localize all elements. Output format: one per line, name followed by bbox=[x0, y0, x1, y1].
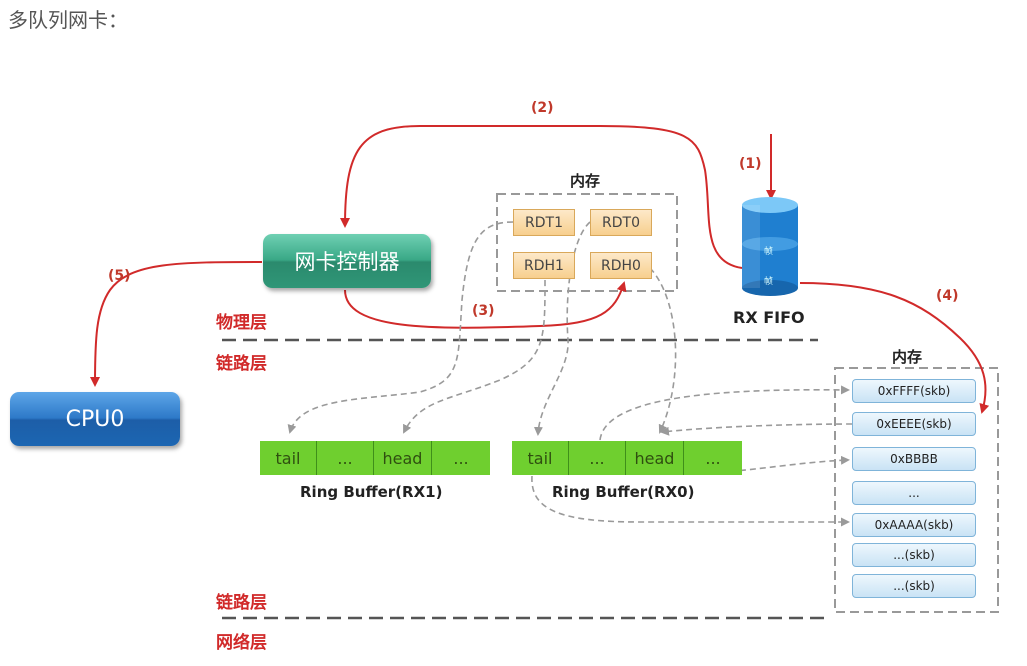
register-rdh1: RDH1 bbox=[513, 252, 575, 279]
skb-slot-skb-1: ...(skb) bbox=[852, 543, 976, 567]
register-rdt1: RDT1 bbox=[513, 209, 575, 236]
fifo-frame-mark-top: 帧 bbox=[764, 247, 774, 257]
pointer-rdh1-head bbox=[403, 279, 546, 434]
ring-rx0-cell-head: head bbox=[626, 441, 684, 475]
pointer-ring-to-ffff bbox=[599, 385, 850, 441]
register-rdh0: RDH0 bbox=[590, 252, 652, 279]
ring-rx1-cell-tail: tail bbox=[260, 441, 317, 475]
arrow-step-4 bbox=[799, 282, 990, 414]
page-title: 多队列网卡： bbox=[8, 8, 128, 32]
ring-buffer-rx1: tail ... head ... bbox=[260, 441, 490, 475]
step-1-label: (1) bbox=[739, 156, 762, 172]
ring-rx0-label: Ring Buffer(RX0) bbox=[552, 483, 695, 501]
step-2-label: (2) bbox=[531, 100, 554, 116]
skb-memory-frame bbox=[834, 367, 999, 613]
ring-rx1-cell-ellipsis-2: ... bbox=[453, 448, 469, 468]
pointer-ring-to-bbbb bbox=[699, 455, 850, 475]
pointer-rdt1-tail bbox=[287, 221, 514, 434]
arrow-step-2 bbox=[340, 125, 743, 269]
nic-controller: 网卡控制器 bbox=[263, 234, 431, 288]
arrow-step-3 bbox=[344, 281, 627, 329]
register-memory-title: 内存 bbox=[570, 172, 601, 190]
ring-rx0-cell-ellipsis-2: ... bbox=[705, 448, 721, 468]
fifo-frame-mark-bottom: 帧 bbox=[764, 277, 774, 287]
rx-fifo-label: RX FIFO bbox=[733, 308, 805, 327]
layer-link-top: 链路层 bbox=[216, 354, 267, 374]
register-rdt0: RDT0 bbox=[590, 209, 652, 236]
register-memory-frame bbox=[496, 193, 678, 292]
ring-rx1-cell-ellipsis-1: ... bbox=[317, 441, 374, 475]
cpu0: CPU0 bbox=[10, 392, 180, 446]
ring-rx0-cell-ellipsis-1: ... bbox=[569, 441, 626, 475]
ring-rx1-label: Ring Buffer(RX1) bbox=[300, 483, 443, 501]
rx-fifo-cylinder bbox=[742, 197, 798, 296]
step-5-label: (5) bbox=[108, 268, 131, 284]
skb-slot-bbbb: 0xBBBB bbox=[852, 447, 976, 471]
layer-link-bottom: 链路层 bbox=[216, 593, 267, 613]
ring-rx1-cell-head: head bbox=[374, 441, 432, 475]
skb-slot-ellipsis: ... bbox=[852, 481, 976, 505]
arrow-step-5 bbox=[90, 261, 263, 387]
pointer-rdh0-head bbox=[649, 267, 677, 434]
skb-slot-aaaa: 0xAAAA(skb) bbox=[852, 513, 976, 537]
layer-physical: 物理层 bbox=[216, 313, 267, 333]
skb-slot-ffff: 0xFFFF(skb) bbox=[852, 379, 976, 403]
pointer-eeee-to-head bbox=[660, 423, 853, 436]
skb-memory-title: 内存 bbox=[892, 348, 923, 366]
ring-buffer-rx0: tail ... head ... bbox=[512, 441, 742, 475]
pointer-rdt0-tail bbox=[533, 221, 591, 436]
skb-slot-eeee: 0xEEEE(skb) bbox=[852, 412, 976, 436]
pointer-tail-to-aaaa bbox=[531, 475, 850, 527]
step-4-label: (4) bbox=[936, 288, 959, 304]
step-3-label: (3) bbox=[472, 303, 495, 319]
layer-network: 网络层 bbox=[216, 633, 267, 653]
ring-rx0-cell-tail: tail bbox=[512, 441, 569, 475]
skb-slot-skb-2: ...(skb) bbox=[852, 574, 976, 598]
